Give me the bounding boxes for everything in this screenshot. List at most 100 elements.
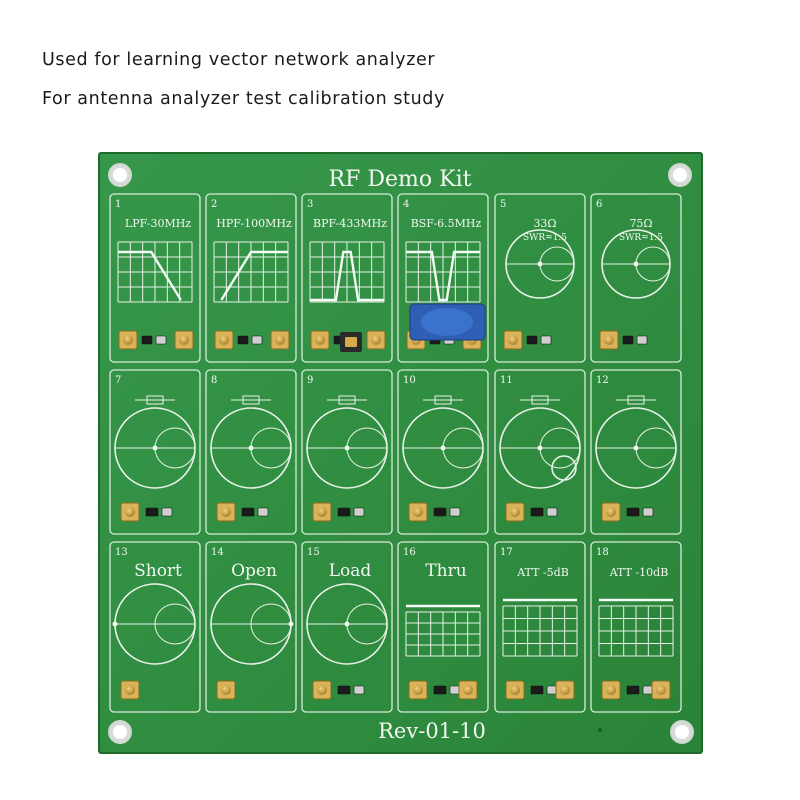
smith-chart-marker <box>248 445 254 451</box>
smd-component <box>337 507 351 517</box>
sma-connector-pin <box>179 335 189 345</box>
smd-component <box>353 685 365 695</box>
module-cell-border <box>301 369 393 535</box>
module-cell-border <box>590 541 682 713</box>
sma-connector-pin <box>413 685 423 695</box>
module-label: Thru <box>425 561 466 581</box>
mounting-hole-top-left <box>108 163 132 187</box>
smd-component <box>626 685 640 695</box>
module-label: BPF-433MHz <box>313 217 387 230</box>
via-dot <box>598 728 602 732</box>
smith-chart-marker <box>112 621 118 627</box>
mounting-hole-bottom-left <box>108 720 132 744</box>
module-number: 6 <box>596 199 602 210</box>
module-number: 12 <box>596 375 609 386</box>
smith-chart-reactance-arc <box>250 407 292 449</box>
filter-response-trace <box>406 250 480 302</box>
sma-connector-pin <box>606 507 616 517</box>
module-label: HPF-100MHz <box>216 217 292 230</box>
module-number: 5 <box>500 199 506 210</box>
sma-connector-pin <box>604 335 614 345</box>
mounting-hole-bottom-right <box>670 720 694 744</box>
module-cell-8: 8 <box>205 369 297 535</box>
crystal-lid <box>345 337 357 347</box>
smith-chart-reactance-arc <box>442 447 484 489</box>
module-cell-border <box>397 541 489 713</box>
smith-chart-reactance-arc <box>250 623 292 665</box>
filter-response-trace <box>220 250 288 301</box>
smith-chart-reactance-arc <box>154 583 196 625</box>
smd-component <box>642 507 654 517</box>
smd-component <box>337 685 351 695</box>
module-number: 10 <box>403 375 416 386</box>
smith-chart-reactance-arc <box>539 447 581 489</box>
module-label: 33Ω <box>533 217 556 230</box>
sma-connector-pin <box>219 335 229 345</box>
sma-connector-pin <box>508 335 518 345</box>
smith-chart-reactance-arc <box>346 447 388 489</box>
sma-connector-pin <box>125 507 135 517</box>
module-cell-border <box>494 193 586 363</box>
smd-component <box>257 507 269 517</box>
module-sublabel: SWR=1.5 <box>619 233 663 243</box>
module-cell-border <box>109 541 201 713</box>
module-number: 14 <box>211 547 224 558</box>
smith-chart-marker <box>344 445 350 451</box>
smd-component <box>433 685 447 695</box>
smith-chart-reactance-arc <box>539 229 575 265</box>
smith-chart-reactance-arc <box>635 447 677 489</box>
caption-line-1: Used for learning vector network analyze… <box>42 50 436 70</box>
pcb-substrate <box>98 152 703 754</box>
module-number: 3 <box>307 199 313 210</box>
module-number: 1 <box>115 199 121 210</box>
smd-component <box>353 507 365 517</box>
module-number: 16 <box>403 547 416 558</box>
module-cell-9: 9 <box>301 369 393 535</box>
smd-component <box>251 335 263 345</box>
smd-component <box>449 507 461 517</box>
caption-line-2: For antenna analyzer test calibration st… <box>42 89 445 109</box>
smith-chart-marker <box>633 261 639 267</box>
sma-connector-pin <box>317 685 327 695</box>
sma-connector-pin <box>560 685 570 695</box>
sma-connector-pin <box>221 507 231 517</box>
sma-connector-pin <box>221 685 231 695</box>
smd-component <box>433 507 447 517</box>
smd-component <box>237 335 249 345</box>
smith-chart-marker <box>537 445 543 451</box>
smd-component <box>546 507 558 517</box>
smith-chart-marker <box>440 445 446 451</box>
sma-connector-pin <box>123 335 133 345</box>
module-number: 7 <box>115 375 121 386</box>
sma-connector-pin <box>463 685 473 695</box>
module-cell-border <box>109 369 201 535</box>
module-cell-border <box>590 193 682 363</box>
module-label: LPF-30MHz <box>125 217 191 230</box>
crystal-component <box>340 332 362 352</box>
smith-chart-reactance-arc <box>635 229 671 265</box>
smith-chart-reactance-arc <box>539 263 575 299</box>
smd-component <box>526 335 538 345</box>
smd-component <box>145 507 159 517</box>
smd-component <box>141 335 153 345</box>
smd-component <box>161 507 173 517</box>
module-cell-7: 7 <box>109 369 201 535</box>
smd-component <box>626 507 640 517</box>
smd-component <box>530 507 544 517</box>
smith-chart-reactance-arc <box>346 623 388 665</box>
smd-component <box>241 507 255 517</box>
smd-component <box>636 335 648 345</box>
module-label: Open <box>231 561 277 581</box>
board-revision: Rev-01-10 <box>378 719 486 743</box>
module-number: 9 <box>307 375 313 386</box>
smith-chart-reactance-arc <box>154 447 196 489</box>
sma-connector-pin <box>317 507 327 517</box>
schematic-component <box>627 395 645 405</box>
module-label: ATT -5dB <box>516 566 569 579</box>
